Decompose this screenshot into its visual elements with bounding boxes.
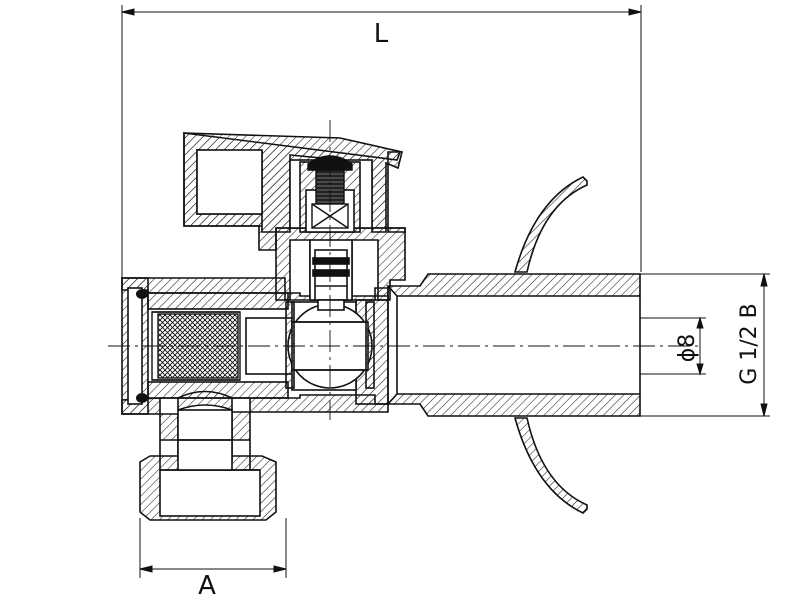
- dimension-a-label: A: [198, 571, 216, 601]
- dimension-length-label: L: [374, 19, 389, 49]
- dimension-length: [121, 5, 642, 278]
- dimension-diameter: [640, 316, 706, 376]
- dimension-thread-label: G 1/2 B: [737, 303, 762, 385]
- bottom-outlet: [139, 390, 277, 521]
- o-rings: [136, 289, 148, 403]
- dimension-thread: [640, 273, 770, 417]
- dimension-diameter-label: ϕ8: [675, 334, 700, 363]
- outlet-pipe: [386, 273, 641, 417]
- stem-housing: [275, 227, 406, 311]
- dimension-a: [139, 518, 287, 578]
- wall-flange: [513, 176, 588, 514]
- centerlines: [108, 120, 700, 420]
